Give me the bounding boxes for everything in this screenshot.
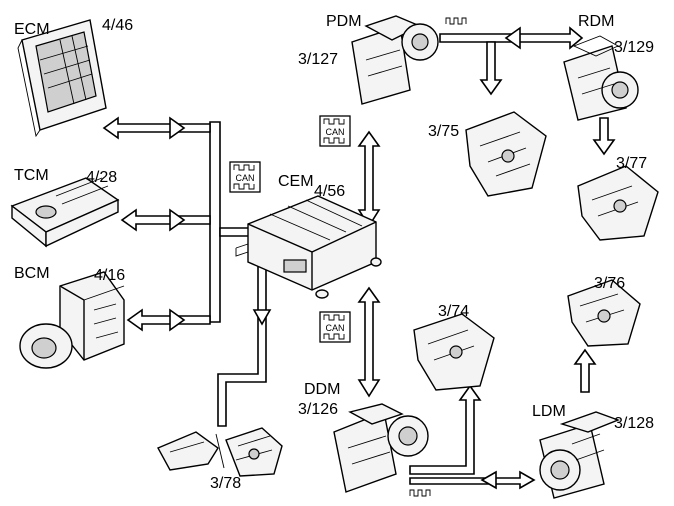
ecm-link-arrow [102, 116, 211, 140]
ddm-ldm-arrow [409, 470, 536, 490]
ecm-module-illustration [17, 19, 107, 138]
lin-signal-bottom-icon [409, 489, 431, 497]
left-trunk-arrow [209, 121, 221, 323]
ddm-ldm-mid-head [480, 470, 497, 490]
tcm-link-arrow [120, 208, 211, 232]
rdm-module-illustration [563, 35, 639, 121]
tailgate-lock-ref: 3/78 [210, 475, 241, 492]
can-badge-3: CAN [319, 311, 351, 343]
can-badge-1: CAN [229, 161, 261, 193]
rdm-lock-ref: 3/77 [616, 155, 647, 172]
cem-ddm-arrow [357, 286, 381, 398]
tcm-ref: 4/28 [86, 169, 117, 186]
pdm-lock-ref: 3/75 [428, 123, 459, 140]
cem-module-illustration [235, 195, 382, 299]
pdm-module-illustration [351, 15, 439, 105]
can-badge-2: CAN [319, 115, 351, 147]
ldm-module-illustration [539, 411, 620, 499]
bcm-link-head [169, 308, 186, 332]
labels: ECM 4/46 TCM 4/28 BCM 4/16 CEM 4/56 PDM … [14, 13, 654, 492]
ldm-name: LDM [532, 403, 566, 420]
pdm-lock-arrow [479, 41, 503, 96]
bcm-module-illustration [19, 271, 125, 369]
pdm-name: PDM [326, 13, 362, 30]
ecm-link-head [169, 116, 186, 140]
ddm-ref: 3/126 [298, 401, 338, 418]
ddm-module-illustration [333, 403, 429, 493]
can-badge-3-label: CAN [325, 323, 344, 333]
ldm-lock-ref: 3/76 [594, 275, 625, 292]
rdm-name: RDM [578, 13, 614, 30]
tcm-link-head [169, 208, 186, 232]
ddm-lock-arrow [409, 384, 482, 475]
cem-tailgate-head [252, 309, 272, 326]
cem-ref: 4/56 [314, 183, 345, 200]
tcm-name: TCM [14, 167, 49, 184]
bus-connections [102, 26, 616, 490]
ldm-ref: 3/128 [614, 415, 654, 432]
ecm-ref: 4/46 [102, 17, 133, 34]
ecm-name: ECM [14, 21, 50, 38]
can-badge-1-label: CAN [235, 173, 254, 183]
ddm-door-lock-illustration [413, 313, 495, 391]
cem-pdm-arrow [357, 130, 381, 228]
ldm-door-lock-illustration [567, 279, 641, 347]
ldm-lock-arrow [573, 348, 597, 393]
rdm-lock-arrow [592, 117, 616, 156]
bcm-name: BCM [14, 265, 50, 282]
pdm-door-lock-illustration [465, 111, 547, 197]
rdm-door-lock-illustration [577, 165, 659, 241]
pdm-rdm-mid-head [504, 26, 521, 50]
can-badge-2-label: CAN [325, 127, 344, 137]
cem-name: CEM [278, 173, 314, 190]
ddm-lock-ref: 3/74 [438, 303, 469, 320]
bcm-link-arrow [126, 308, 211, 332]
ddm-name: DDM [304, 381, 340, 398]
lin-signal-top-icon [445, 17, 467, 25]
tcm-module-illustration [10, 177, 120, 248]
tailgate-lock-illustration [157, 427, 283, 477]
rdm-ref: 3/129 [614, 39, 654, 56]
cem-tailgate-arrow [217, 261, 267, 427]
bcm-ref: 4/16 [94, 267, 125, 284]
pdm-ref: 3/127 [298, 51, 338, 68]
